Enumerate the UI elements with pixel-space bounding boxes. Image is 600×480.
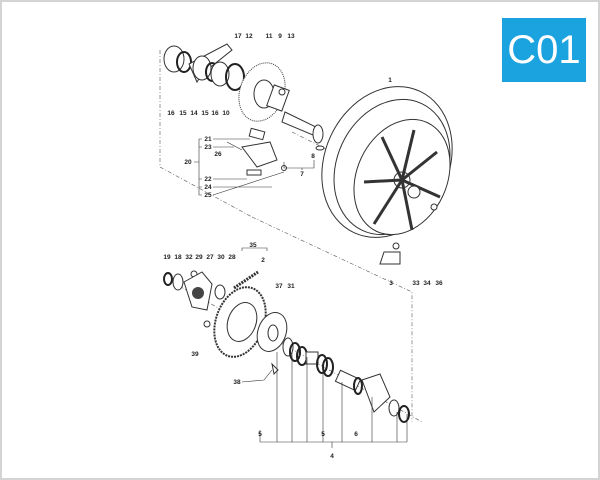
rear-wheel-rim (321, 86, 453, 238)
rear-sprocket (213, 286, 267, 358)
part-label: 3 (389, 280, 393, 287)
part-label: 31 (287, 283, 295, 290)
diagram-code-badge: C01 (502, 18, 586, 82)
part-label: 9 (278, 33, 282, 40)
part-label: 28 (228, 254, 236, 261)
part-label: 14 (190, 110, 198, 117)
part-label: 4 (330, 453, 334, 460)
part-label: 23 (204, 144, 212, 151)
part-label: 10 (222, 110, 230, 117)
part-label: 30 (217, 254, 225, 261)
part-label: 24 (204, 184, 212, 191)
brake-caliper (226, 127, 287, 176)
part-label: 21 (204, 136, 212, 143)
part-label: 1 (388, 77, 392, 84)
part-label: 16 (211, 110, 219, 117)
part-label: 5 (258, 431, 262, 438)
part-label: 36 (435, 280, 443, 287)
part-label: 33 (412, 280, 420, 287)
assembly-axis-upper (159, 50, 253, 218)
part-label: 12 (245, 33, 253, 40)
part-label: 38 (233, 379, 241, 386)
part-label: 8 (311, 153, 315, 160)
part-label: 27 (206, 254, 214, 261)
part-label: 18 (174, 254, 182, 261)
sprocket-axis (171, 281, 423, 423)
leader-lines (194, 138, 408, 448)
part-label: 37 (275, 283, 283, 290)
part-label: 7 (300, 171, 304, 178)
part-label: 25 (204, 192, 212, 199)
part-label: 15 (201, 110, 209, 117)
brake-disc (238, 62, 290, 122)
part-label: 11 (266, 33, 273, 40)
part-label: 17 (234, 33, 242, 40)
cush-drive-hub (256, 312, 410, 423)
part-label: 29 (195, 254, 203, 261)
part-label: 35 (249, 242, 257, 249)
part-label: 15 (179, 110, 187, 117)
part-label: 5 (321, 431, 325, 438)
assembly-axis-lower (251, 216, 413, 422)
axle-hub (278, 88, 325, 151)
part-label: 34 (423, 280, 431, 287)
part-label: 22 (204, 176, 212, 183)
part-label: 19 (163, 254, 171, 261)
part-label: 16 (167, 110, 175, 117)
sprocket-carrier-parts (163, 270, 259, 328)
wheel-nut-cover (379, 203, 438, 265)
part-label: 13 (287, 33, 295, 40)
part-number-labels: 16 15 14 15 16 10 17 12 11 9 13 1 21 23 … (163, 33, 443, 460)
part-label: 26 (214, 151, 222, 158)
part-label: 2 (261, 257, 265, 264)
part-label: 6 (354, 431, 358, 438)
part-label: 39 (191, 351, 199, 358)
part-label: 20 (184, 159, 192, 166)
part-label: 32 (185, 254, 193, 261)
chain-adjuster-plate (163, 43, 245, 91)
